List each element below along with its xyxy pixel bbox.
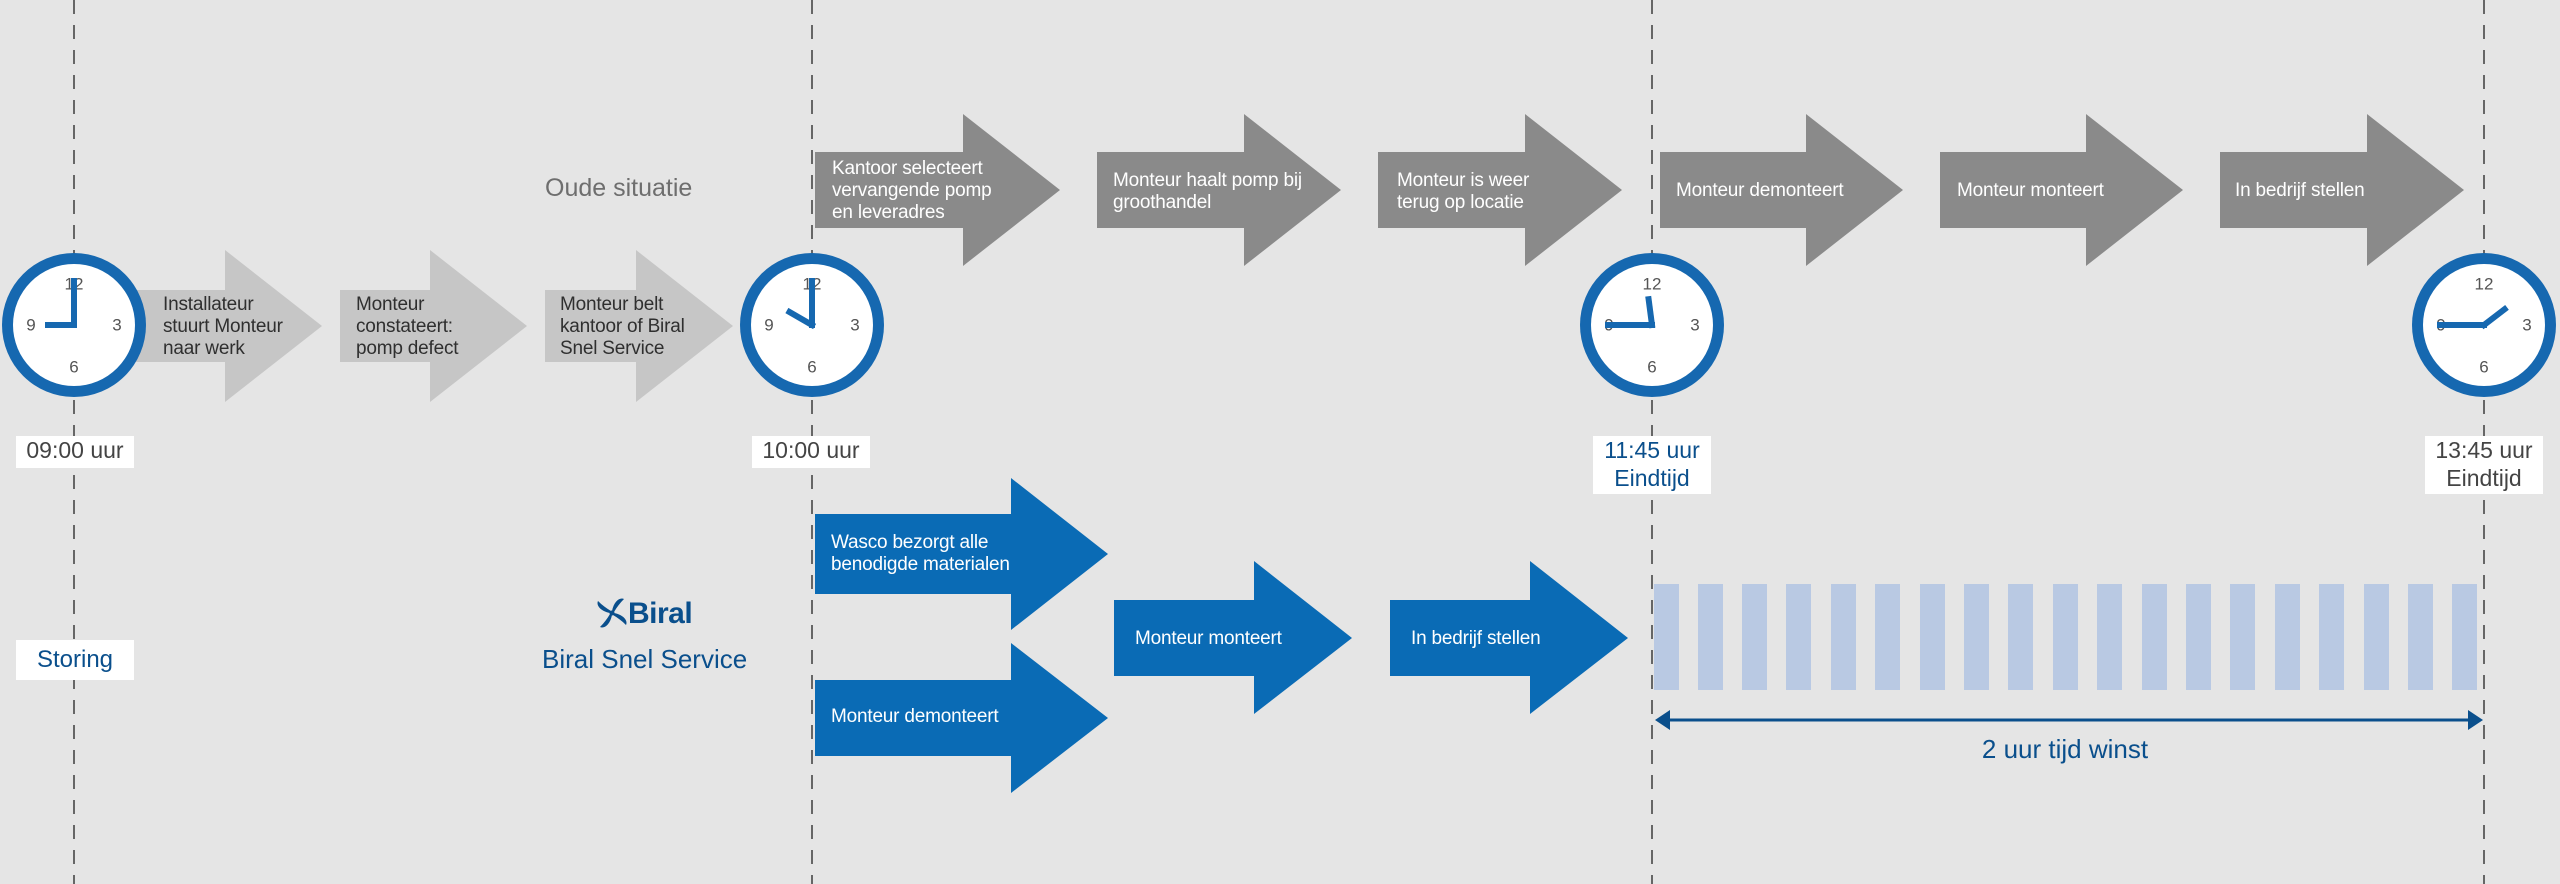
old-step-label-6: Monteur is weer terug op locatie <box>1397 170 1530 213</box>
clock-3-hour-hand <box>1645 295 1656 329</box>
clock-icon-new-end: 12 3 6 9 <box>1580 253 1724 397</box>
new-step-arrow-3 <box>1114 561 1352 714</box>
time-gain-label: 2 uur tijd winst <box>1981 734 2149 764</box>
biral-logo-icon <box>597 598 627 628</box>
new-step-label-3: Monteur monteert <box>1135 628 1282 649</box>
time-marker-old-end: 13:45 uur Eindtijd <box>2425 436 2543 494</box>
time-marker-old-end-label: Eindtijd <box>2446 465 2522 491</box>
storing-label: Storing <box>16 640 134 680</box>
old-step-arrow-9 <box>2220 114 2464 266</box>
new-step-label-2: Monteur demonteert <box>831 706 999 727</box>
clock-3-numeral-3: 3 <box>1690 315 1699 334</box>
clock-2-numeral-9: 9 <box>764 315 773 334</box>
old-step-arrow-4 <box>815 114 1060 266</box>
old-step-label-5: Monteur haalt pomp bij groothandel <box>1113 170 1302 213</box>
clock-4-numeral-3: 3 <box>2522 315 2531 334</box>
time-marker-call: 10:00 uur <box>752 436 870 468</box>
time-gain-arrow <box>1655 710 2483 730</box>
new-step-arrow-1 <box>815 478 1108 630</box>
old-step-label-3: Monteur belt kantoor of Biral Snel Servi… <box>560 294 685 359</box>
clock-1-numeral-6: 6 <box>69 357 78 376</box>
clock-3-numeral-12: 12 <box>1643 274 1662 293</box>
old-step-label-1: Installateur stuurt Monteur naar werk <box>163 294 283 359</box>
clock-2-numeral-3: 3 <box>850 315 859 334</box>
clock-1-numeral-3: 3 <box>112 315 121 334</box>
clock-4-numeral-6: 6 <box>2479 357 2488 376</box>
old-step-arrow-3 <box>545 250 733 402</box>
old-step-arrow-2 <box>340 250 527 402</box>
time-marker-start: 09:00 uur <box>16 436 134 468</box>
clock-4-numeral-12: 12 <box>2475 274 2494 293</box>
old-step-label-2: Monteur constateert: pomp defect <box>356 294 459 359</box>
new-step-label-4: In bedrijf stellen <box>1411 628 1541 649</box>
time-marker-new-end-time: 11:45 uur <box>1604 437 1700 463</box>
time-marker-new-end-label: Eindtijd <box>1614 465 1690 491</box>
time-gain-hatch <box>1654 584 2477 690</box>
new-step-label-1: Wasco bezorgt alle benodigde materialen <box>831 532 1010 575</box>
old-step-label-8: Monteur monteert <box>1957 180 2104 201</box>
old-step-arrow-6 <box>1378 114 1622 266</box>
old-situation-heading: Oude situatie <box>545 174 693 202</box>
old-step-arrow-5 <box>1097 114 1341 266</box>
clock-icon-old-end: 12 3 6 9 <box>2412 253 2556 397</box>
new-step-arrow-2 <box>815 643 1108 793</box>
old-step-label-4: Kantoor selecteert vervangende pomp en l… <box>832 158 992 223</box>
clock-4-hour-hand <box>2479 304 2509 330</box>
old-step-arrow-1 <box>134 250 322 402</box>
clock-icon-start: 12 3 6 9 <box>2 253 146 397</box>
clock-icon-call: 12 3 6 9 <box>740 253 884 397</box>
clock-2-numeral-6: 6 <box>807 357 816 376</box>
old-step-label-7: Monteur demonteert <box>1676 180 1844 201</box>
time-marker-new-end: 11:45 uur Eindtijd <box>1593 436 1711 494</box>
clock-3-numeral-6: 6 <box>1647 357 1656 376</box>
clock-1-numeral-9: 9 <box>26 315 35 334</box>
time-marker-old-end-time: 13:45 uur <box>2435 437 2533 463</box>
clock-2-hour-hand <box>785 307 817 330</box>
new-step-arrow-4 <box>1390 561 1628 714</box>
biral-logo-text: Biral <box>628 597 693 630</box>
old-step-label-9: In bedrijf stellen <box>2235 180 2365 201</box>
old-step-arrow-8 <box>1940 114 2183 266</box>
old-step-arrow-7 <box>1660 114 1903 266</box>
biral-snel-service-heading: Biral Snel Service <box>542 644 748 674</box>
